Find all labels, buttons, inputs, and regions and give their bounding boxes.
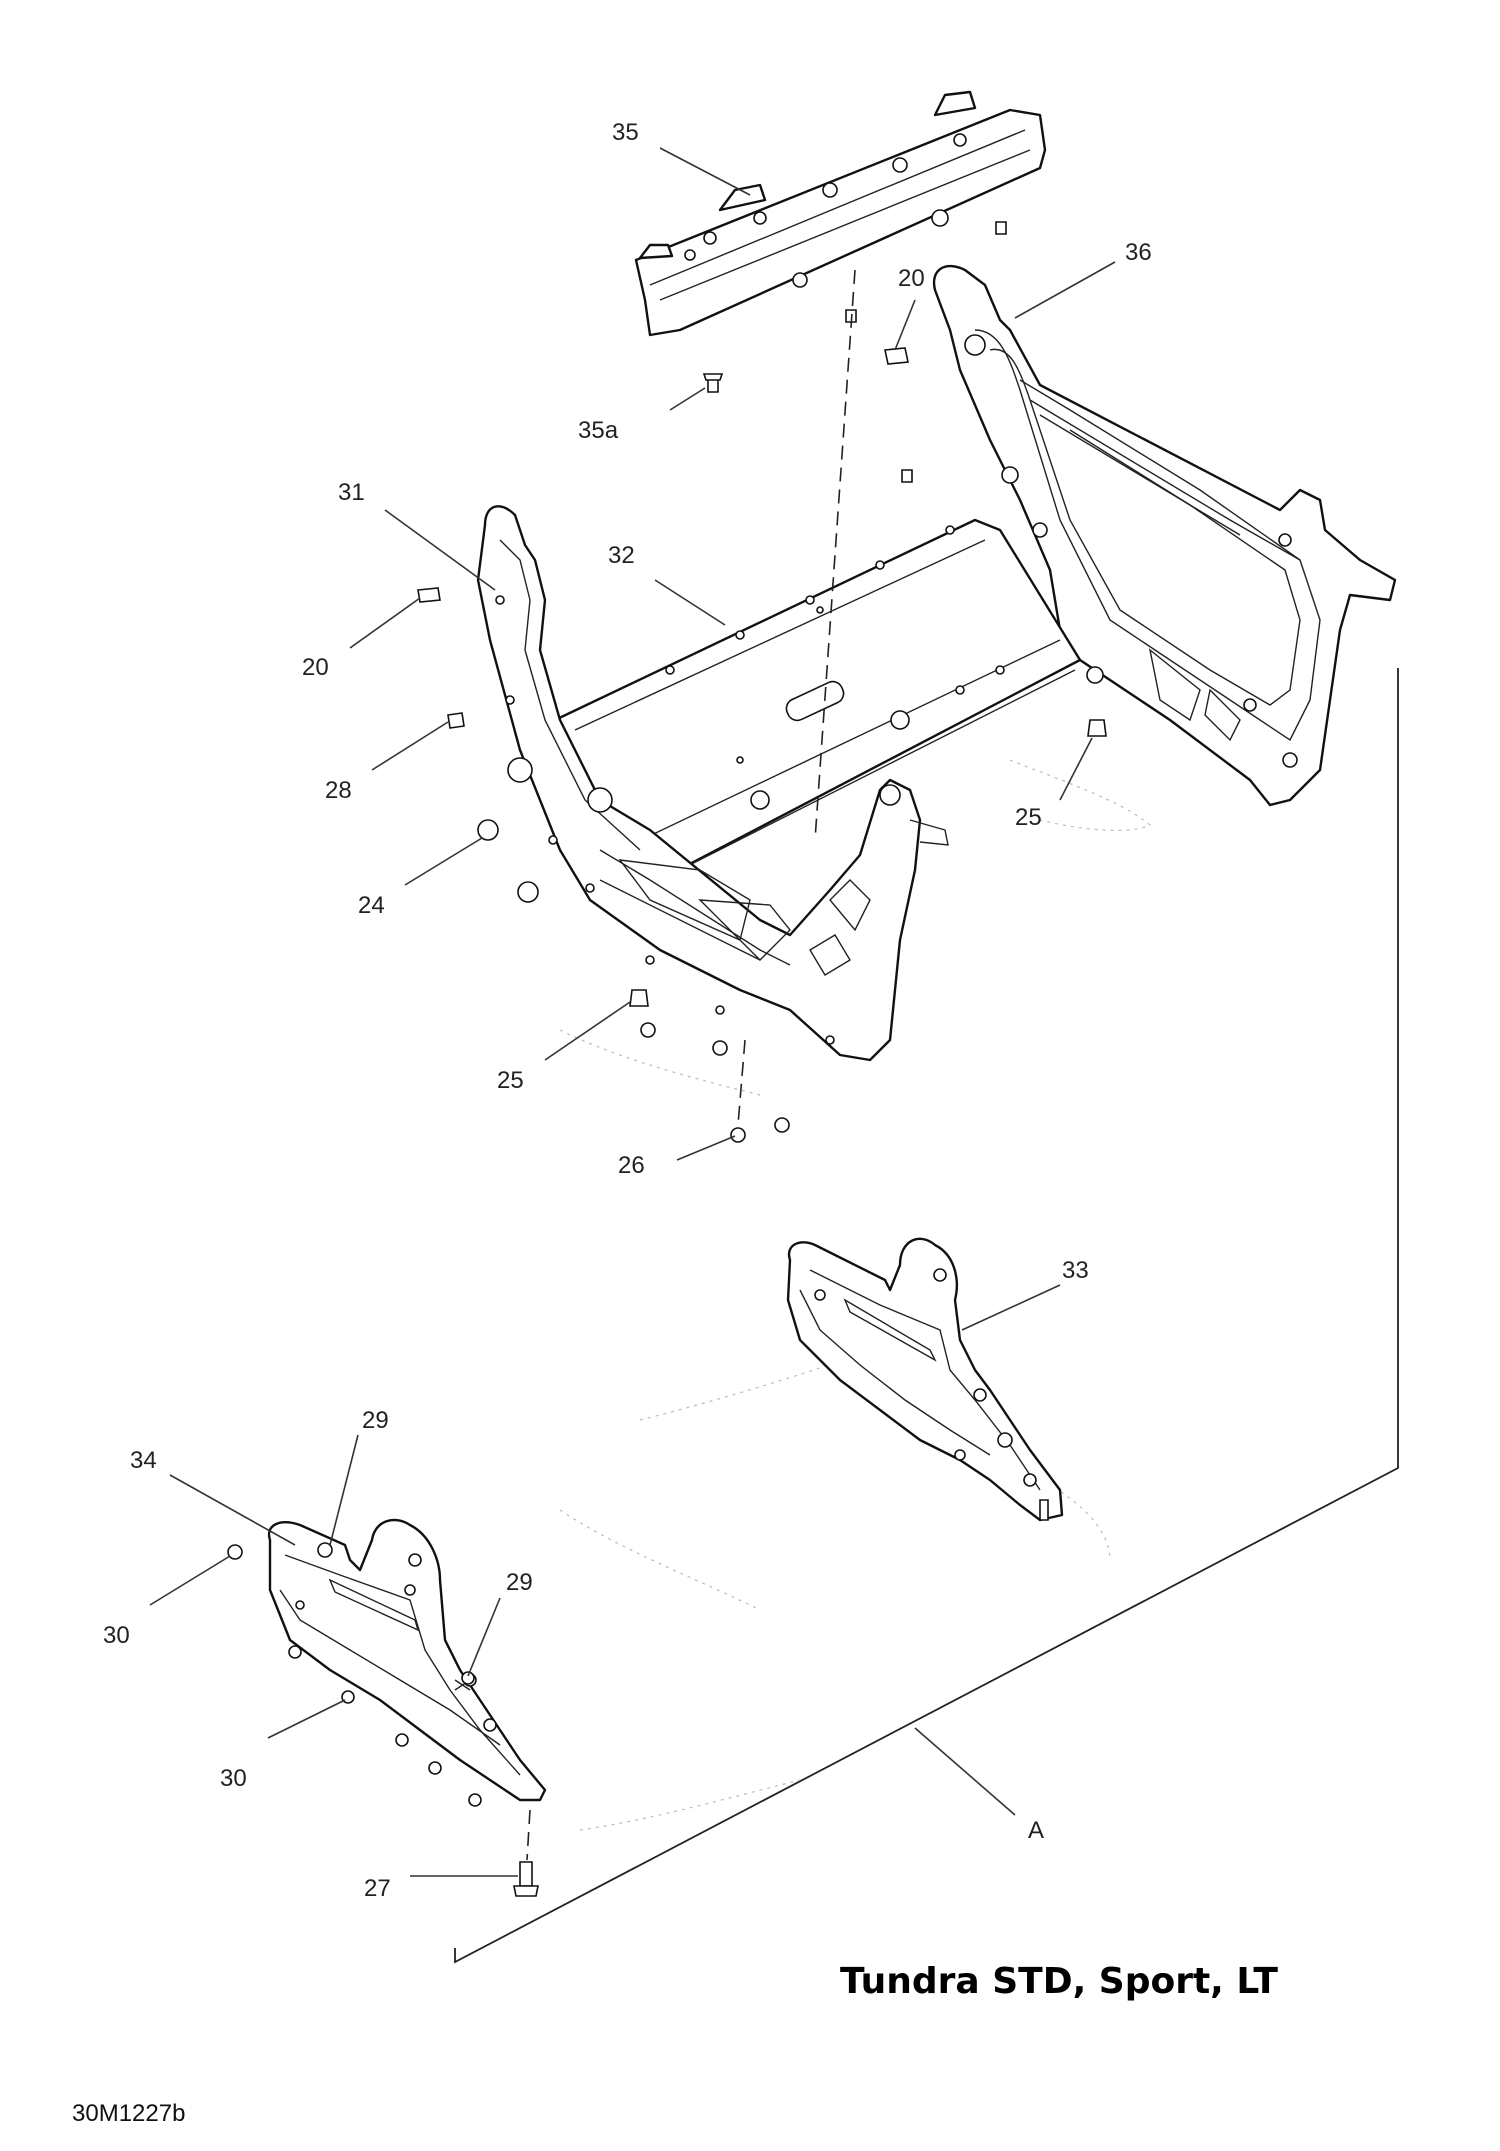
callout-35a: 35a xyxy=(578,417,619,444)
callout-32: 32 xyxy=(608,542,635,569)
callout-36: 36 xyxy=(1125,239,1152,266)
ghost-outlines xyxy=(559,759,1152,1831)
callout-27: 27 xyxy=(364,1875,391,1902)
alignment-lines xyxy=(526,269,856,1861)
diagram-title: Tundra STD, Sport, LT xyxy=(840,1961,1278,2002)
fasteners xyxy=(227,221,1107,1897)
callout-20-top: 20 xyxy=(898,265,925,292)
part-35-upper-bracket xyxy=(634,90,1047,337)
reference-code: 30M1227b xyxy=(72,2100,185,2127)
callout-25-right: 25 xyxy=(1015,804,1042,831)
callout-28: 28 xyxy=(325,777,352,804)
callout-labels: 35 35a 36 20 31 32 20 28 24 25 25 26 33 … xyxy=(103,119,1152,1902)
leader-lines xyxy=(149,147,1116,1877)
callout-20-left: 20 xyxy=(302,654,329,681)
reference-box-a xyxy=(454,668,1399,1964)
part-31-left-frame xyxy=(476,505,949,1062)
callout-24: 24 xyxy=(358,892,385,919)
callout-30-top: 30 xyxy=(103,1622,130,1649)
callout-26: 26 xyxy=(618,1152,645,1179)
callout-33: 33 xyxy=(1062,1257,1089,1284)
part-34-left-slide-bracket xyxy=(267,1518,547,1802)
callout-30-bottom: 30 xyxy=(220,1765,247,1792)
callout-35: 35 xyxy=(612,119,639,146)
callout-a: A xyxy=(1028,1817,1044,1844)
part-32-crossmember xyxy=(553,518,1082,892)
callout-29-right: 29 xyxy=(506,1569,533,1596)
callout-34: 34 xyxy=(130,1447,157,1474)
callout-31: 31 xyxy=(338,479,365,506)
callout-25-left: 25 xyxy=(497,1067,524,1094)
part-33-right-slide-bracket xyxy=(786,1237,1064,1522)
callout-29-top: 29 xyxy=(362,1407,389,1434)
